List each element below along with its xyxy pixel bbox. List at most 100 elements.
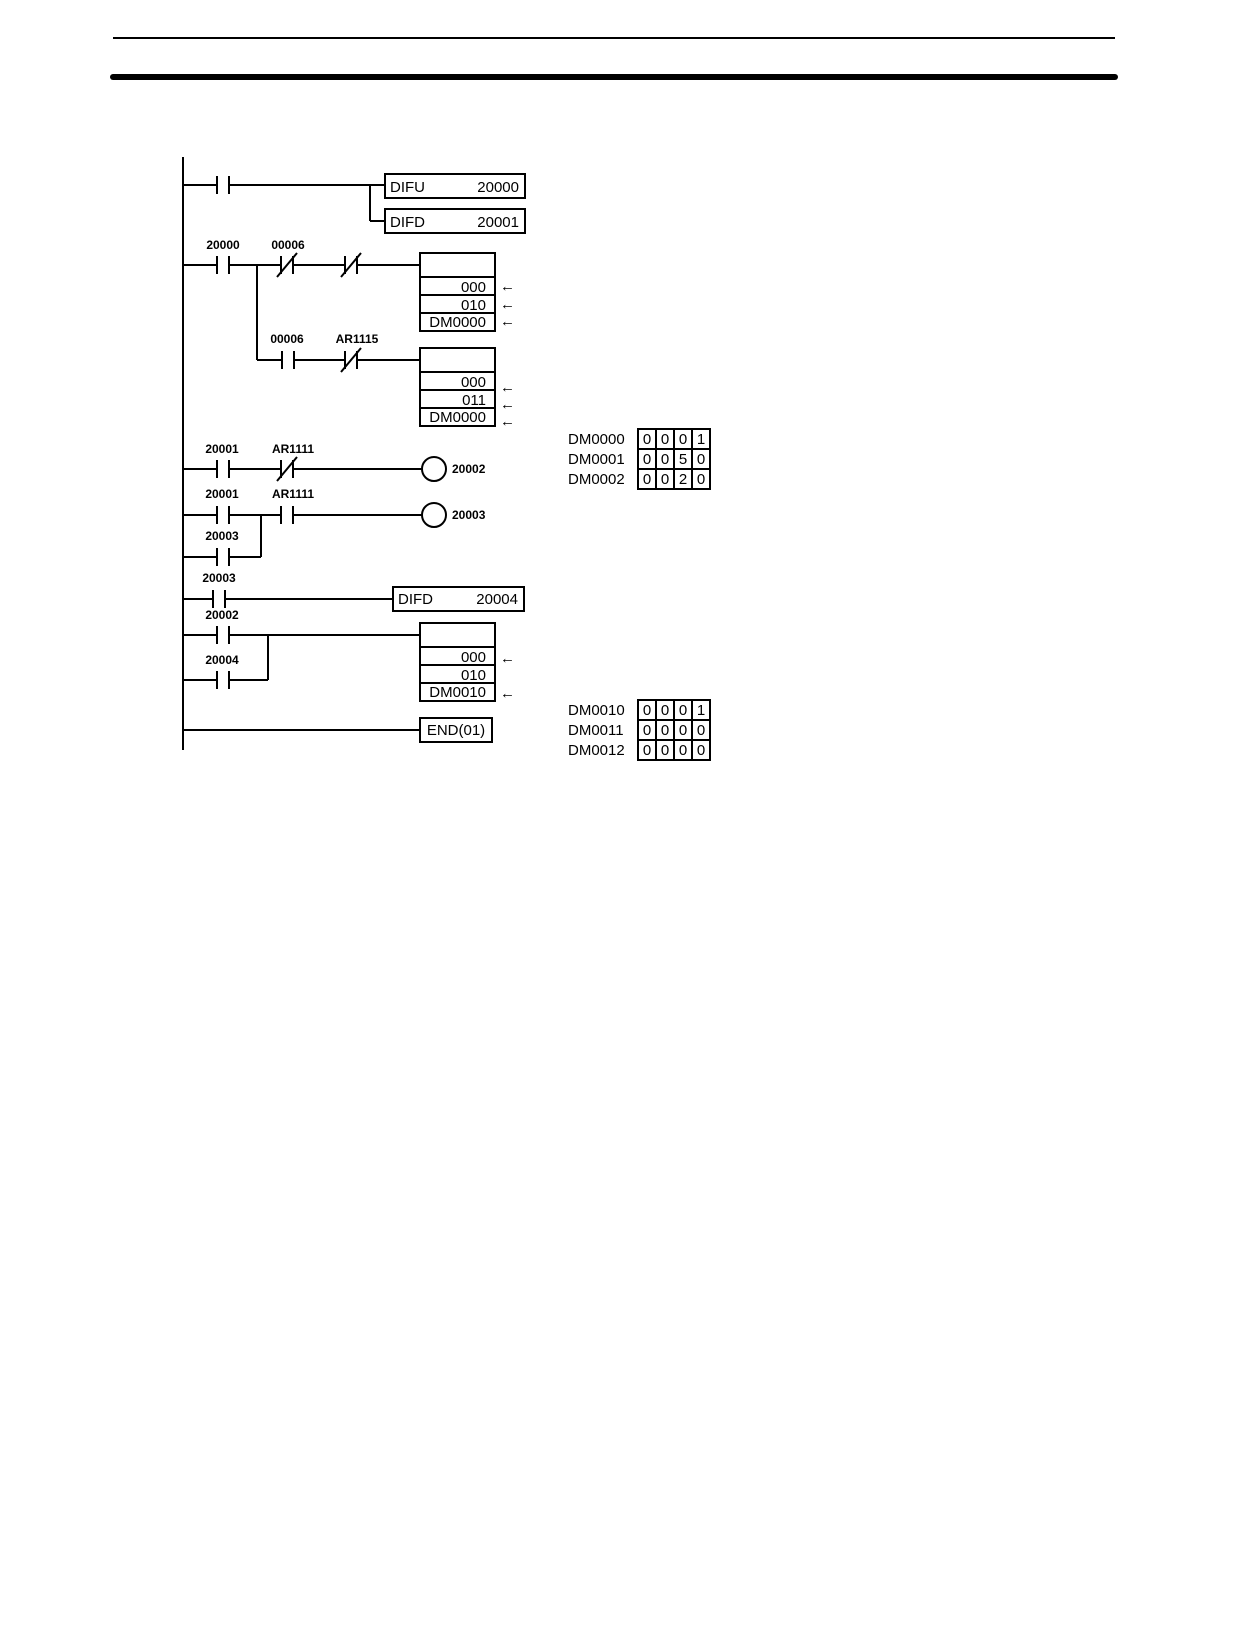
coil-label-20002: 20002 [452,462,486,476]
dm-digit: 0 [679,431,687,448]
dm-digit: 0 [643,451,651,468]
dm-digit: 0 [679,702,687,719]
contact-label-ar1115: AR1115 [336,332,379,346]
end-instr: END(01) [427,722,485,739]
contact-label-00006: 00006 [271,238,305,252]
difd-box-2 [392,586,525,612]
contact-label-00006-branch: 00006 [270,332,304,346]
instruction-box-3 [419,622,496,702]
rung-6 [183,622,496,702]
difd-operand: 20001 [477,214,519,231]
dm-digit: 0 [661,702,669,719]
difu-box [384,173,526,199]
arrow: ← [500,413,515,430]
dm-digit: 0 [643,471,651,488]
contact-label-20004: 20004 [205,653,239,667]
instruction-box-1 [419,252,496,332]
contact-no [216,626,230,644]
dm-register-name: DM0002 [568,471,625,488]
rung-1 [183,173,526,234]
difu-instr: DIFU [390,179,425,196]
box1-row1: 000 [461,279,486,296]
rung-3 [183,456,447,482]
dm-digit: 0 [697,722,705,739]
arrow: ← [500,296,515,313]
end-box [419,717,493,743]
dm-register-name: DM0000 [568,431,625,448]
difd-instr: DIFD [390,214,425,231]
box2-row1: 000 [461,374,486,391]
rung-2 [183,252,496,427]
box2-row3: DM0000 [429,409,486,426]
dm-digit: 0 [661,742,669,759]
difd2-operand: 20004 [476,591,518,608]
box1-row3: DM0000 [429,314,486,331]
dm-digit: 0 [679,742,687,759]
arrow: ← [500,685,515,702]
dm-digit: 1 [697,431,705,448]
rung-4 [183,502,447,566]
contact-no [216,671,230,689]
contact-label-20003: 20003 [205,529,239,543]
dm-digit: 0 [643,742,651,759]
contact-label-20002: 20002 [205,608,239,622]
contact-no [212,590,226,608]
contact-no [216,256,230,274]
coil-label-20003: 20003 [452,508,486,522]
contact-label-ar1111: AR1111 [272,487,314,501]
dm-digit: 0 [643,431,651,448]
instruction-box-2 [419,347,496,427]
contact-label-20000: 20000 [206,238,240,252]
box3-row1: 000 [461,649,486,666]
dm-digit: 0 [661,451,669,468]
difd2-instr: DIFD [398,591,433,608]
dm-register-name: DM0011 [568,722,624,739]
contact-label-ar1111: AR1111 [272,442,314,456]
arrow: ← [500,396,515,413]
dm-digit: 0 [661,431,669,448]
dm-register-name: DM0010 [568,702,625,719]
contact-no [281,351,295,369]
difu-operand: 20000 [477,179,519,196]
arrow: ← [500,379,515,396]
rung-5 [183,586,525,612]
box3-row3: DM0010 [429,684,486,701]
contact-label-20001: 20001 [205,487,239,501]
contact-no [216,460,230,478]
dm-register-name: DM0001 [568,451,625,468]
rung-end [183,717,493,743]
output-coil [421,502,447,528]
dm-digit: 0 [661,722,669,739]
dm-digit: 2 [679,471,687,488]
box2-row2: 011 [462,392,486,409]
dm-digit-cell [691,739,711,761]
dm-digit-cell [691,468,711,490]
dm-digit: 0 [697,471,705,488]
box1-row2: 010 [461,297,486,314]
dm-digit: 0 [679,722,687,739]
dm-digit: 0 [697,742,705,759]
contact-no [280,506,294,524]
dm-register-name: DM0012 [568,742,625,759]
arrow: ← [500,650,515,667]
contact-no [216,548,230,566]
dm-digit: 1 [697,702,705,719]
arrow: ← [500,278,515,295]
dm-digit: 0 [697,451,705,468]
difd-box [384,208,526,234]
dm-digit: 5 [679,451,687,468]
contact-no [216,176,230,194]
dm-digit: 0 [661,471,669,488]
dm-digit: 0 [643,702,651,719]
contact-label-20003: 20003 [202,571,236,585]
box3-row2: 010 [461,667,486,684]
